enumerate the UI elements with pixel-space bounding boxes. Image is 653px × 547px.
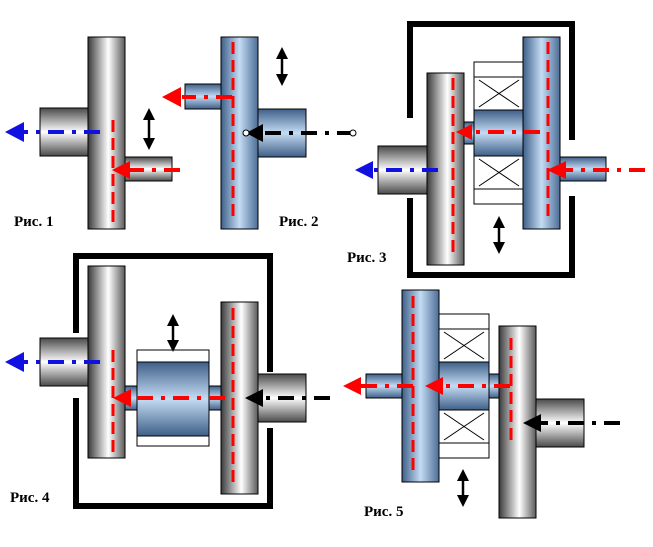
caption-fig2: Рис. 2 [279, 214, 318, 230]
figure-1: Рис. 1 [5, 36, 180, 230]
movement-double-arrow [276, 47, 288, 86]
housing [407, 21, 575, 278]
movement-double-arrow [457, 469, 469, 507]
input-arrow-black [523, 414, 620, 432]
caption-fig3: Рис. 3 [347, 250, 386, 266]
input-arrow-black [245, 389, 330, 407]
inner-arrow-red [425, 377, 510, 395]
shaft-left [39, 107, 91, 157]
output-arrow-red [343, 377, 413, 395]
input-arrow-red [547, 161, 645, 179]
input-arrow-red [112, 161, 180, 179]
caption-fig5: Рис. 5 [364, 504, 403, 520]
caption-fig4: Рис. 4 [10, 490, 50, 506]
output-arrow-blue [355, 161, 438, 179]
output-arrow-blue [5, 122, 100, 142]
shaft-left [39, 337, 91, 387]
figure-2: Рис. 2 [162, 36, 357, 230]
movement-double-arrow [167, 314, 179, 352]
inner-arrow-red [456, 124, 540, 140]
inner-arrow-red [113, 389, 225, 407]
shaft-left [377, 145, 429, 195]
figure-3: Рис. 3 [347, 21, 645, 278]
figure-5: Рис. 5 [343, 289, 620, 520]
housing [73, 253, 273, 509]
figure-4: Рис. 4 [5, 253, 330, 509]
movement-double-arrow [143, 108, 155, 150]
output-arrow-blue [5, 352, 100, 372]
movement-double-arrow [493, 216, 505, 254]
output-arrow-red [162, 87, 232, 107]
caption-fig1: Рис. 1 [14, 214, 53, 230]
input-arrow-black [242, 124, 357, 142]
